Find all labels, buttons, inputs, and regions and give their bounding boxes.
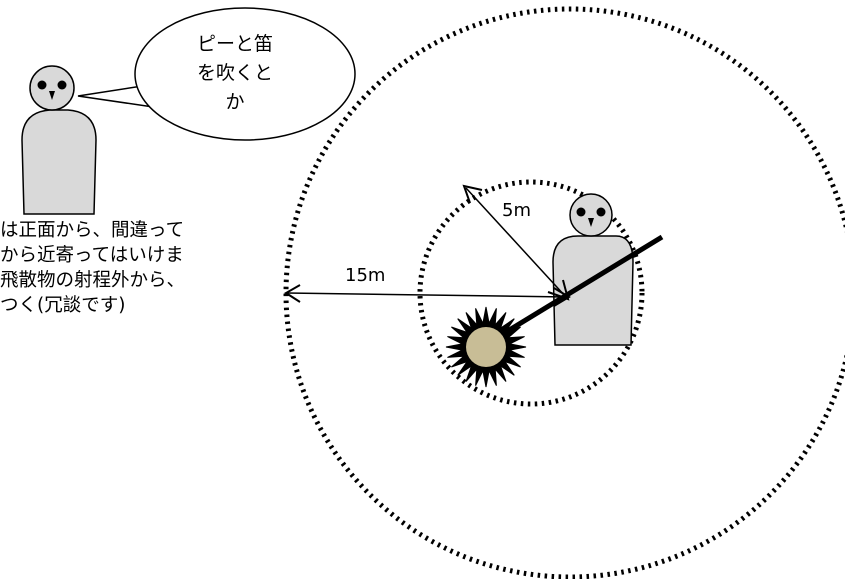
outer-radius-label: 15m — [345, 265, 386, 286]
speech-bubble — [77, 7, 356, 141]
speech-bubble-line: か — [225, 91, 245, 113]
speech-bubble-body — [134, 7, 356, 141]
center-figure-head — [569, 193, 613, 237]
speech-bubble-text: ピーと笛 を吹くと か — [170, 30, 300, 117]
arrow-5m — [462, 184, 570, 301]
note-line: つく(冗談です) — [0, 295, 126, 316]
observer-figure — [21, 65, 97, 215]
outer-zone-circle — [283, 6, 845, 579]
inner-radius-label: 5m — [502, 200, 531, 221]
observer-body — [21, 109, 97, 215]
inner-zone-circle — [417, 179, 645, 407]
explosion-icon — [445, 306, 527, 388]
speech-bubble-line: ピーと笛 — [196, 33, 273, 55]
speech-bubble-line: を吹くと — [196, 62, 273, 84]
observer-head — [29, 65, 75, 111]
note-line: 飛散物の射程外から、 — [0, 270, 186, 291]
arrow-15m — [284, 284, 571, 307]
note-line: は正面から、間違って — [0, 220, 185, 241]
warning-note: は正面から、間違って から近寄ってはいけま 飛散物の射程外から、 つく(冗談です… — [0, 218, 300, 318]
long-pole — [491, 234, 664, 343]
note-line: から近寄ってはいけま — [0, 245, 184, 266]
center-figure — [552, 193, 634, 346]
